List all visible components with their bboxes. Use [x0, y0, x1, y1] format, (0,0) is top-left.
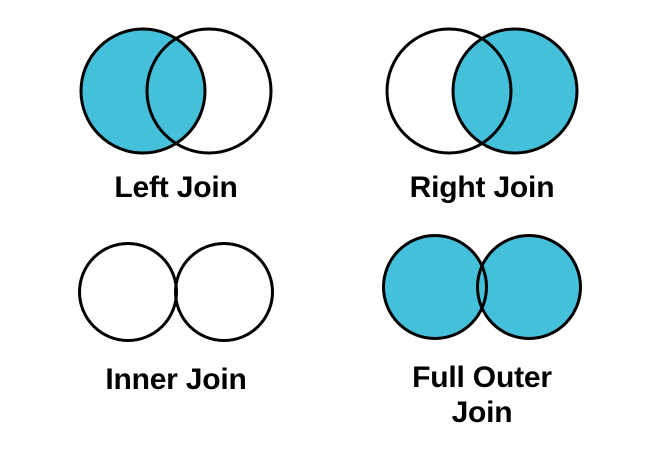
venn-label-right-join: Right Join: [409, 171, 555, 204]
intersection-region: [147, 29, 205, 153]
venn-right-join: [382, 24, 582, 158]
intersection-region: [453, 29, 511, 153]
left-circle-outline: [385, 27, 513, 155]
venn-label-inner-join: Inner Join: [105, 363, 247, 396]
left-circle-outline: [382, 234, 488, 340]
venn-left-join: [76, 24, 276, 158]
panel-left-join: Left Join: [16, 24, 336, 205]
panel-inner-join: Inner Join: [16, 240, 336, 397]
panel-full-outer-join: Full Outer Join: [322, 232, 642, 430]
left-circle-fill: [383, 235, 487, 339]
left-circle-fill: [79, 243, 177, 341]
venn-label-left-join: Left Join: [114, 171, 238, 204]
right-circle-fill: [477, 235, 581, 339]
venn-full-outer-join: [382, 232, 582, 342]
left-circle-outline: [79, 27, 207, 155]
right-circle-outline: [174, 242, 274, 342]
venn-inner-join: [78, 240, 274, 344]
panel-right-join: Right Join: [322, 24, 642, 205]
right-circle-outline: [451, 27, 579, 155]
right-circle-outline: [145, 27, 273, 155]
right-circle-outline: [476, 234, 582, 340]
venn-label-full-outer-join: Full Outer Join: [412, 361, 552, 430]
right-circle-fill: [175, 243, 273, 341]
